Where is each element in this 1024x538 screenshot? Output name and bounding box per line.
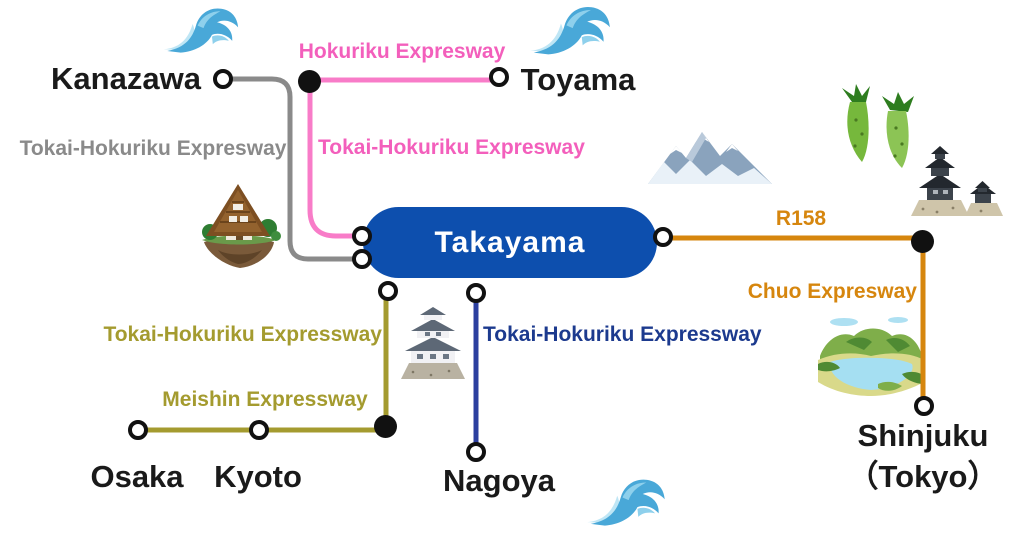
snow-mountain-icon: [646, 126, 776, 190]
city-label-shinjuku-line1: Shinjuku: [857, 418, 989, 453]
city-label-kyoto: Kyoto: [214, 459, 302, 494]
route-label-tokai-hokuriku-west: Tokai-Hokuriku Expressway: [103, 323, 382, 346]
city-label-toyama: Toyama: [520, 62, 636, 97]
route-label-hokuriku: Hokuriku Expresway: [298, 40, 506, 63]
station-node-kyoto: [248, 419, 269, 440]
city-label-nagoya: Nagoya: [443, 463, 555, 498]
hub-port-left-upper: [351, 225, 372, 246]
station-node-kanazawa: [212, 68, 233, 89]
hub-port-bottom-right: [465, 282, 486, 303]
hub-port-right: [652, 226, 673, 247]
hub-port-bottom-left: [377, 280, 398, 301]
junction-dot-r158-chuo: [910, 229, 934, 253]
route-label-tokai-hokuriku-gray: Tokai-Hokuriku Expresway: [19, 137, 287, 160]
city-label-kanazawa: Kanazawa: [51, 61, 201, 96]
city-label-shinjuku: Shinjuku （Tokyo）: [848, 415, 999, 497]
wave-icon: [582, 468, 670, 534]
route-label-tokai-hokuriku-pink: Tokai-Hokuriku Expresway: [318, 136, 585, 159]
white-castle-icon: [397, 305, 469, 379]
city-label-shinjuku-line2: （Tokyo）: [847, 459, 999, 494]
route-label-tokai-hokuriku-south: Tokai-Hokuriku Expressway: [483, 323, 762, 346]
city-label-osaka: Osaka: [90, 459, 184, 494]
mountain-lake-icon: [816, 312, 926, 400]
route-label-chuo: Chuo Expresway: [747, 280, 917, 303]
wave-icon: [148, 2, 254, 56]
route-line-tokai-hokuriku-pink: [307, 82, 357, 239]
dark-castle-icon: [903, 142, 1003, 216]
junction-dot-hokuriku: [297, 69, 321, 93]
junction-dot-meishin: [373, 414, 397, 438]
wasabi-icon: [838, 84, 922, 180]
station-node-toyama: [488, 66, 509, 87]
route-label-meishin: Meishin Expressway: [162, 388, 368, 411]
hub-port-left-lower: [351, 248, 372, 269]
gassho-farmhouse-icon: [188, 180, 288, 270]
station-node-shinjuku: [913, 395, 934, 416]
wave-icon: [520, 0, 620, 58]
takayama-hub-label: Takayama: [434, 225, 586, 259]
takayama-hub-box: Takayama: [363, 207, 657, 278]
station-node-osaka: [127, 419, 148, 440]
route-label-r158: R158: [775, 207, 827, 230]
station-node-nagoya: [465, 441, 486, 462]
route-line-tokai-hokuriku-gray: [223, 76, 357, 262]
